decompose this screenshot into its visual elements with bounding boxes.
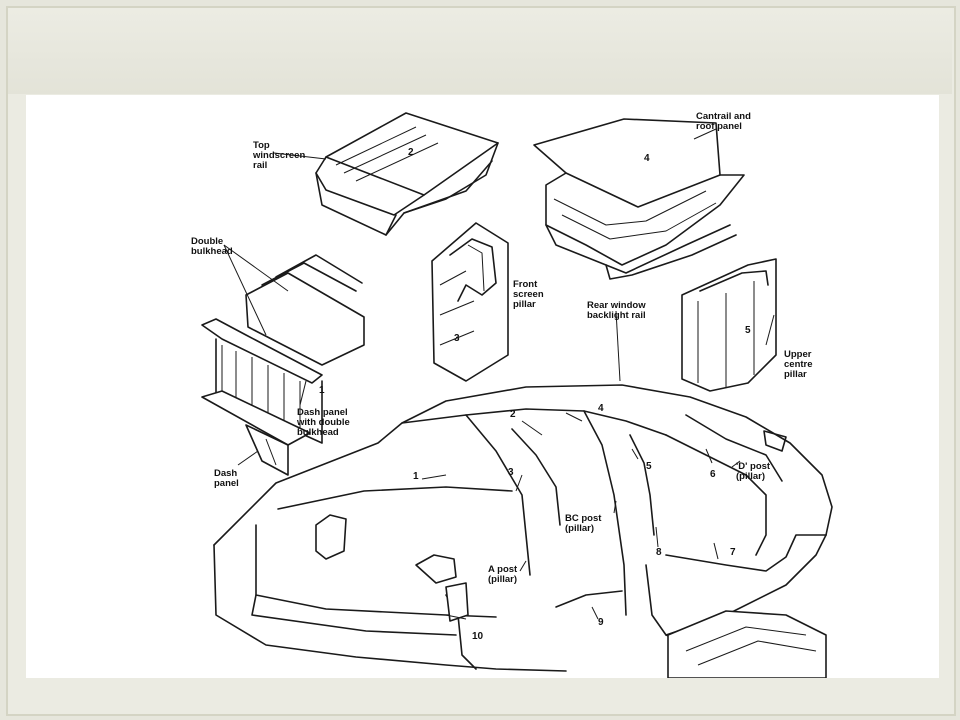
body-arrows [421, 412, 719, 620]
slide-header-band [8, 8, 952, 94]
part-number-1: 1 [319, 385, 325, 396]
body-number-9: 9 [598, 617, 604, 628]
car-body-shell [213, 384, 833, 672]
body-number-1: 1 [413, 471, 419, 482]
body-number-4: 4 [598, 403, 604, 414]
leader-lines [223, 128, 775, 572]
body-number-10: 10 [472, 631, 484, 642]
part-number-5: 5 [745, 325, 751, 336]
body-number-5: 5 [646, 461, 652, 472]
car-body-diagram: Top windscreen rail Cantrail and roof pa… [26, 95, 939, 678]
part-number-4: 4 [644, 153, 650, 164]
part-number-2: 2 [408, 147, 414, 158]
label-dash-panel: Dash panel [214, 468, 239, 489]
label-upper-centre-pillar: Upper centre pillar [784, 349, 813, 380]
body-number-6: 6 [710, 469, 716, 480]
label-d-post: 'D' post (pillar) [736, 461, 771, 482]
label-rear-window-backlight-rail: Rear window backlight rail [587, 300, 646, 321]
part-upper-centre-pillar [681, 258, 777, 392]
body-number-7: 7 [730, 547, 736, 558]
part-number-3: 3 [454, 333, 460, 344]
label-double-bulkhead: Double bulkhead [191, 236, 233, 257]
part-lower-right-sill [667, 610, 827, 678]
label-cantrail-roof-panel: Cantrail and roof panel [696, 111, 751, 132]
body-number-3: 3 [508, 467, 514, 478]
label-dash-panel-double-bulkhead: Dash panel with double bulkhead [297, 407, 350, 438]
label-a-post: A post (pillar) [488, 564, 518, 585]
label-front-screen-pillar: Front screen pillar [513, 279, 544, 310]
label-top-windscreen-rail: Top windscreen rail [253, 140, 306, 171]
part-cantrail-roof-panel [533, 118, 745, 280]
body-number-8: 8 [656, 547, 662, 558]
label-bc-post: BC post (pillar) [565, 513, 602, 534]
diagram-linework [201, 112, 833, 678]
body-number-2: 2 [510, 409, 516, 420]
part-top-windscreen-rail [315, 112, 499, 236]
part-dash-panel [201, 254, 365, 476]
part-front-screen-pillar [431, 222, 509, 382]
